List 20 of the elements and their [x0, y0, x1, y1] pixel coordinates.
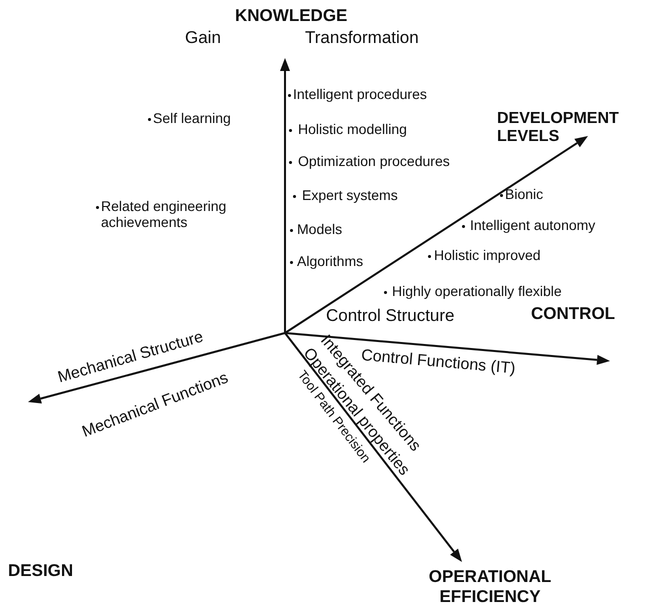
bullet-item: Intelligent autonomy: [470, 217, 596, 234]
bullet-item: Intelligent procedures: [293, 86, 427, 102]
axis-heading: Transformation: [305, 28, 419, 48]
bullet-item: Holistic modelling: [298, 121, 407, 138]
bullet-item: Optimization procedures: [298, 153, 450, 170]
bullet-item: Models: [297, 221, 342, 238]
bullet-item: Related engineering achievements: [101, 198, 228, 230]
bullet-item: Bionic: [505, 186, 544, 202]
bullet-item: Algorithms: [297, 253, 364, 270]
bullet-item: Highly operationally flexible: [392, 283, 562, 300]
axis-heading: Control Structure: [326, 306, 454, 326]
axis-title: CONTROL: [531, 304, 616, 324]
bullet-item: Holistic improved: [434, 247, 541, 264]
axis-heading: Gain: [185, 28, 221, 48]
axis-title: DEVELOPMENT LEVELS: [497, 110, 620, 147]
bullet-item: Self learning: [153, 110, 231, 126]
axis-title: KNOWLEDGE: [235, 6, 348, 26]
axis-title: OPERATIONAL EFFICIENCY: [428, 567, 552, 606]
axis-title: DESIGN: [8, 561, 74, 581]
bullet-item: Expert systems: [302, 187, 398, 204]
